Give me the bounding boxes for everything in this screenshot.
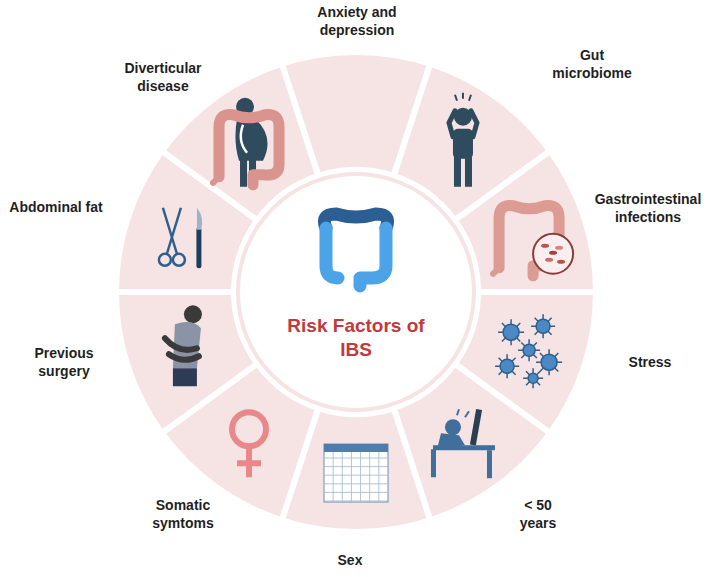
risk-factor-segment: Gut microbiome <box>542 46 642 82</box>
risk-factor-segment: Sex <box>325 551 375 569</box>
anxious-person-icon <box>449 93 477 187</box>
calendar-icon <box>324 444 388 502</box>
risk-factor-label: Previous surgery <box>14 344 114 380</box>
risk-factor-label: Stress <box>615 353 685 371</box>
inner-ring <box>236 172 476 412</box>
risk-factor-segment: Stress <box>615 353 685 371</box>
risk-factor-segment: Anxiety and depression <box>302 3 412 39</box>
risk-factor-label: Somatic symtoms <box>128 496 238 532</box>
risk-factor-segment: Abdominal fat <box>6 198 106 216</box>
risk-factor-segment: Diverticular disease <box>108 59 218 95</box>
person-holding-belly-icon <box>165 305 202 386</box>
colon-icon <box>213 115 279 185</box>
virus-icon <box>495 314 562 388</box>
risk-factor-segment: Gastrointestinal infections <box>589 190 707 226</box>
microbiome-icon <box>493 206 573 276</box>
center-illustration <box>240 176 472 408</box>
risk-factor-label: < 50 years <box>508 496 568 532</box>
diagram-heading: Risk Factors of IBS <box>276 314 436 362</box>
risk-factor-label: Gut microbiome <box>542 46 642 82</box>
risk-factor-segment: < 50 years <box>508 496 568 532</box>
wheel-segment <box>116 292 257 433</box>
risk-factor-segment: Previous surgery <box>14 344 114 380</box>
risk-factor-label: Gastrointestinal infections <box>589 190 707 226</box>
wheel-segment <box>455 151 596 292</box>
risk-factor-label: Sex <box>325 551 375 569</box>
risk-factor-label: Abdominal fat <box>6 198 106 216</box>
stressed-worker-icon <box>431 409 495 478</box>
risk-factor-label: Anxiety and depression <box>302 3 412 39</box>
surgical-tools-icon <box>159 208 202 266</box>
risk-factor-segment: Somatic symtoms <box>128 496 238 532</box>
female-symbol-icon <box>232 412 266 477</box>
center-circle: Risk Factors of IBS <box>240 176 472 408</box>
risk-factor-label: Diverticular disease <box>108 59 218 95</box>
